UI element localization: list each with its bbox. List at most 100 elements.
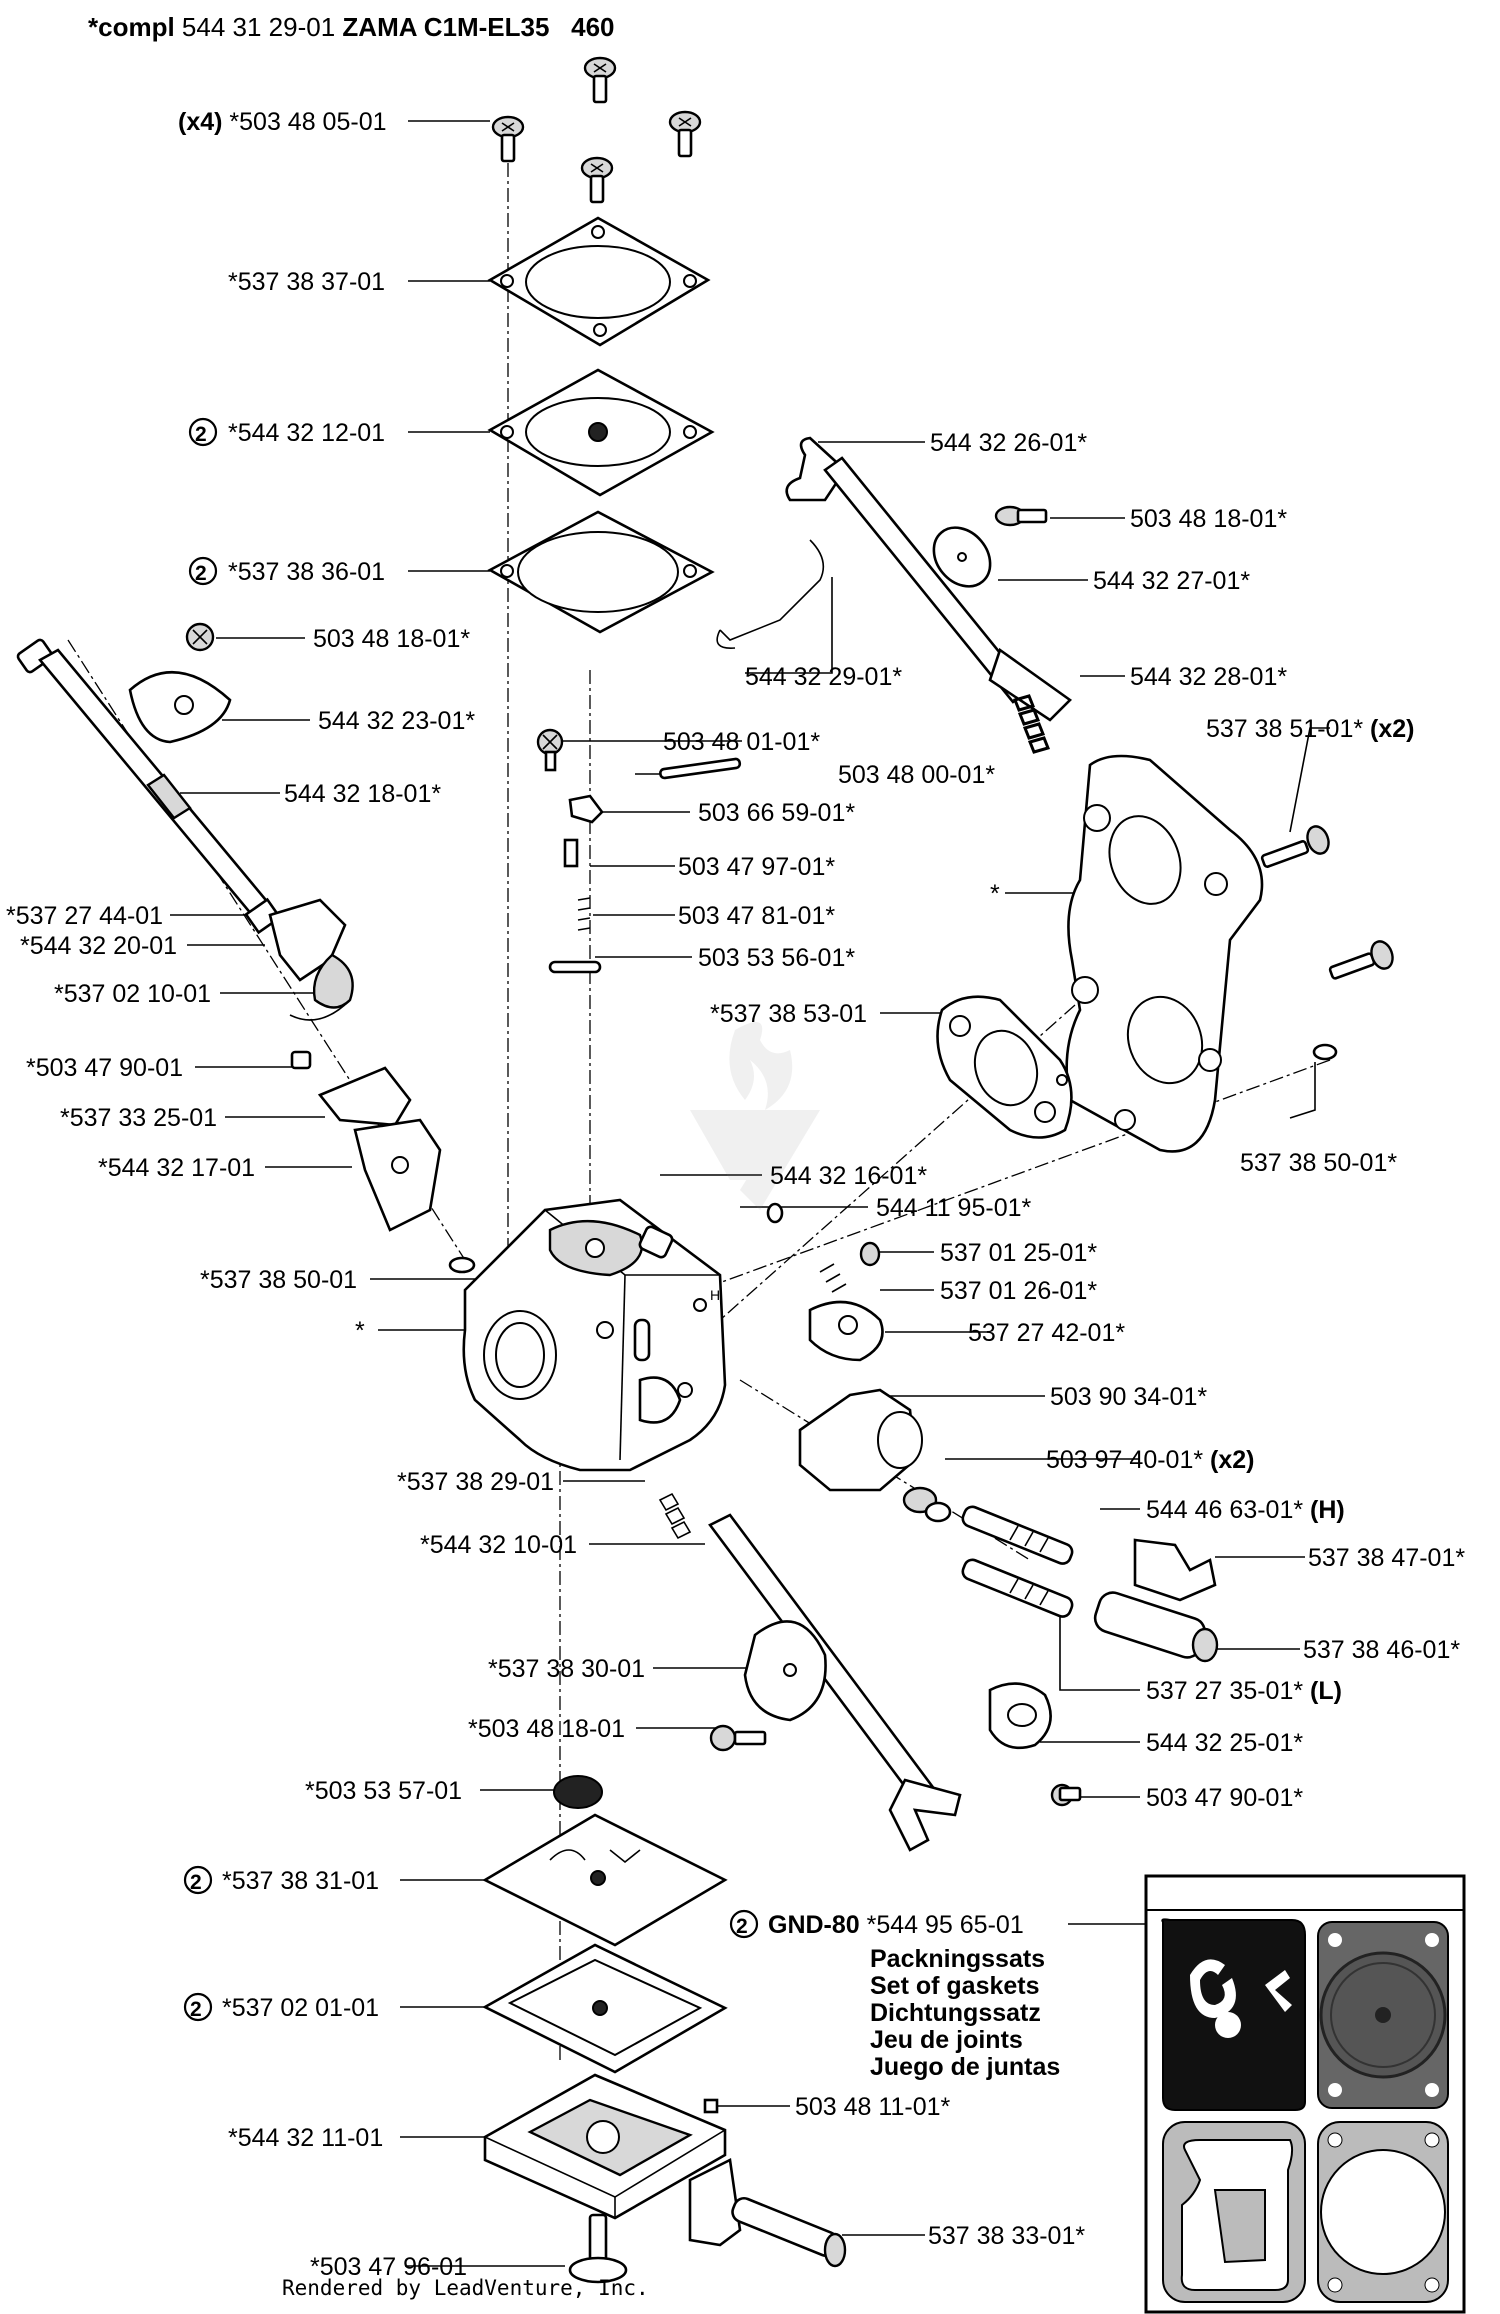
callout-c46: 503 97 40-01* (x2) [1046, 1446, 1255, 1474]
callout-c34: 503 66 59-01* [698, 799, 855, 827]
kit-gasket-right [1317, 2121, 1449, 2303]
kit-ref-num: 2 [736, 1915, 748, 1938]
reference-circles [183, 417, 759, 2022]
callout-c42: 537 01 25-01* [940, 1239, 1097, 1267]
callout-c37: 503 53 56-01* [698, 944, 855, 972]
carburetor-body: H [462, 1198, 727, 1472]
callout-c22: *537 02 01-01 [222, 1994, 379, 2022]
callout-c2: *537 38 37-01 [228, 268, 385, 296]
gasket-kit-box [1144, 1874, 1466, 2314]
callout-c7: 544 32 18-01* [284, 780, 441, 808]
intake-gasket [936, 995, 1073, 1139]
callout-c44: 537 27 42-01* [968, 1319, 1125, 1347]
kit-name-spanish: Juego de juntas [870, 2053, 1061, 2081]
ref-circle-kit [729, 1909, 759, 1939]
ref-num-c4: 2 [195, 562, 207, 585]
callout-c29: 544 32 28-01* [1130, 663, 1287, 691]
callout-c41: 544 11 95-01* [876, 1194, 1031, 1222]
callout-c4: *537 38 36-01 [228, 558, 385, 586]
lower-throttle-shaft [658, 1492, 1082, 1852]
inlet-fitting [638, 1202, 881, 1293]
callout-c17: *544 32 10-01 [420, 1531, 577, 1559]
ref-num-c21: 2 [190, 1871, 202, 1894]
callout-c25: 544 32 26-01* [930, 429, 1087, 457]
ref-circle-c22 [183, 1992, 213, 2022]
callout-c5: 503 48 18-01* [313, 625, 470, 653]
callout-c47: 544 46 63-01* (H) [1146, 1496, 1345, 1524]
kit-diaphragm-grey [1317, 1921, 1449, 2109]
pump-diaphragm [487, 368, 715, 497]
carburetor-mark-h: H [710, 1287, 720, 1303]
needle-stack [536, 728, 742, 974]
callout-c19: *503 48 18-01 [468, 1715, 625, 1743]
kit-name-english: Set of gaskets [870, 1972, 1040, 2000]
callout-c31: * [990, 880, 1000, 908]
kit-gasket-left [1162, 2121, 1306, 2303]
watermark-logo [690, 1022, 820, 1210]
callout-c14: *537 38 50-01 [200, 1266, 357, 1294]
callout-c9: *544 32 20-01 [20, 932, 177, 960]
ref-circle-c21 [183, 1865, 213, 1895]
diagram-title: *compl 544 31 29-01 ZAMA C1M-EL35 460 [88, 12, 615, 42]
intake-adapter [1065, 754, 1394, 1153]
callout-c49: 537 38 46-01* [1303, 1636, 1460, 1664]
callout-c3: *544 32 12-01 [228, 419, 385, 447]
callout-c54: 537 38 33-01* [928, 2222, 1085, 2250]
callout-c51: 544 32 25-01* [1146, 1729, 1303, 1757]
callout-c20: *503 53 57-01 [305, 1777, 462, 1805]
throttle-linkage [268, 898, 442, 1232]
pump-gasket [487, 510, 715, 634]
ref-circle-c4 [188, 556, 218, 586]
callout-c52: 503 47 90-01* [1146, 1784, 1303, 1812]
kit-name-french: Jeu de joints [870, 2026, 1023, 2054]
callout-c28: 544 32 29-01* [745, 663, 902, 691]
adjusting-screws [961, 1505, 1219, 1663]
callout-c40: 544 32 16-01* [770, 1162, 927, 1190]
filter-screen [553, 1775, 603, 1809]
kit-diaphragm-dark [1161, 1918, 1306, 2111]
callout-c53: 503 48 11-01* [795, 2093, 950, 2121]
top-screws [491, 56, 702, 204]
kit-names: Packningssats Set of gaskets Dichtungssa… [870, 1946, 1060, 2081]
callout-c16: *537 38 29-01 [397, 1468, 554, 1496]
callout-c10: *537 02 10-01 [54, 980, 211, 1008]
callout-c32: 503 48 01-01* [663, 728, 820, 756]
callout-c12: *537 33 25-01 [60, 1104, 217, 1132]
choke-shaft [716, 436, 1073, 722]
throttle-shaft [16, 638, 282, 935]
choke-plate [932, 505, 1048, 588]
callout-c27: 544 32 27-01* [1093, 567, 1250, 595]
pump-cover [487, 216, 711, 347]
callout-c26: 503 48 18-01* [1130, 505, 1287, 533]
callout-labels: (x4) *503 48 05-01 *537 38 37-01 2 *544 … [6, 108, 1465, 2281]
callout-c35: 503 47 97-01* [678, 853, 835, 881]
callout-c39: 537 38 50-01* [1240, 1149, 1397, 1177]
bottom-screw [568, 2213, 628, 2284]
callout-c48: 537 38 47-01* [1308, 1544, 1465, 1572]
ref-circle-c3 [188, 417, 218, 447]
callout-c21: *537 38 31-01 [222, 1867, 379, 1895]
small-washers-left [448, 1256, 476, 1274]
callout-c24: *503 47 96-01 [310, 2253, 467, 2281]
kit-name-swedish: Packningssats [870, 1945, 1046, 1973]
callout-c6: 544 32 23-01* [318, 707, 475, 735]
callout-c33: 503 48 00-01* [838, 761, 995, 789]
footer-credit: Rendered by LeadVenture, Inc. [282, 2276, 649, 2300]
callout-c30: 537 38 51-01* (x2) [1206, 715, 1415, 743]
callout-c43: 537 01 26-01* [940, 1277, 1097, 1305]
kit-header: GND-80 *544 95 65-01 [768, 1911, 1024, 1939]
metering-diaphragm [482, 1813, 728, 1947]
callout-c8: *537 27 44-01 [6, 902, 163, 930]
callout-c50: 537 27 35-01* (L) [1146, 1677, 1342, 1705]
ref-num-c3: 2 [195, 423, 207, 446]
callout-c18: *537 38 30-01 [488, 1655, 645, 1683]
callout-c36: 503 47 81-01* [678, 902, 835, 930]
throttle-plate [128, 622, 232, 744]
callout-c38: *537 38 53-01 [710, 1000, 867, 1028]
callout-c13: *544 32 17-01 [98, 1154, 255, 1182]
choke-spring [1012, 694, 1051, 754]
callout-c11: *503 47 90-01 [26, 1054, 183, 1082]
metering-cover [483, 2073, 847, 2268]
